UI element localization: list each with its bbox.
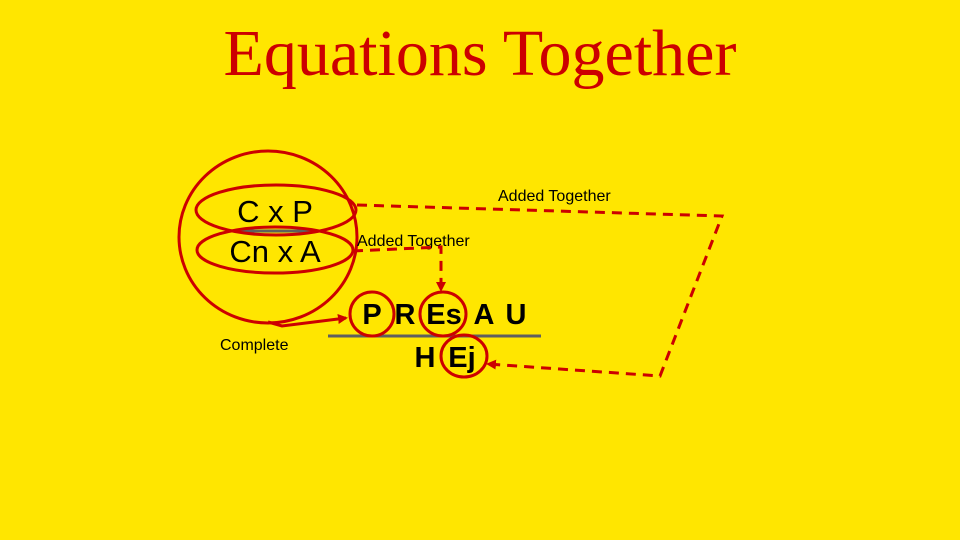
term-u: U — [506, 299, 527, 331]
ej-highlight-circle — [439, 333, 489, 379]
term-es: Es — [426, 299, 461, 331]
slide-title: Equations Together — [223, 17, 737, 90]
term-h: H — [415, 342, 436, 374]
inner-dashed-connector — [352, 245, 446, 292]
top-numerator: C x P — [237, 194, 313, 229]
term-r: R — [395, 299, 416, 331]
top-denominator: Cn x A — [229, 234, 321, 269]
complete-connector — [267, 314, 348, 328]
term-ej: Ej — [448, 342, 475, 374]
outer-dashed-connector — [356, 203, 725, 378]
added-together-outer-label: Added Together — [498, 188, 611, 205]
p-highlight-circle — [348, 290, 396, 338]
es-highlight-circle — [418, 290, 468, 338]
numerator-oval — [194, 183, 358, 237]
complete-label: Complete — [220, 337, 289, 354]
term-p: P — [362, 299, 381, 331]
term-a: A — [474, 299, 495, 331]
